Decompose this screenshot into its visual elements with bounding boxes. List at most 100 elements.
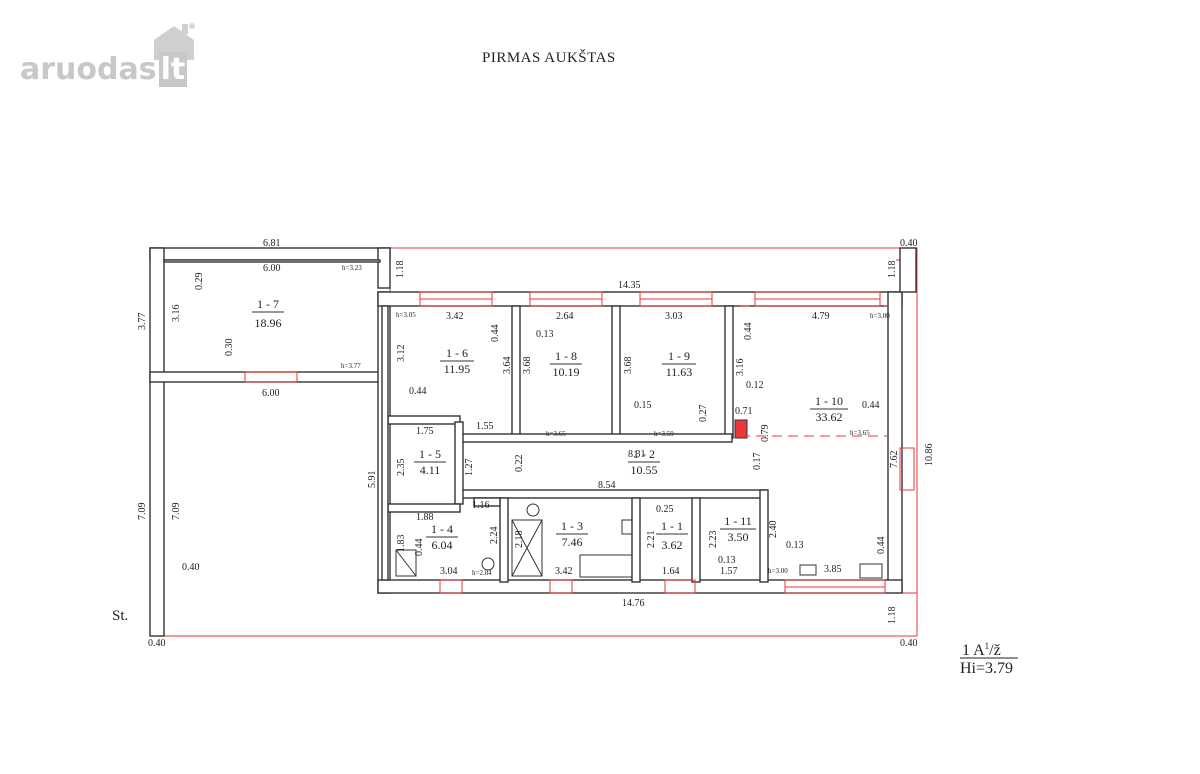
- dim-label: 2.24: [489, 527, 500, 545]
- dim-label: 3.04: [440, 566, 458, 577]
- dim-label: 2.23: [708, 531, 719, 549]
- dim-label: h=3.00: [870, 312, 890, 320]
- dim-label: 1.18: [887, 261, 898, 279]
- dim-label: 1.16: [472, 500, 490, 511]
- room-area: 3.62: [662, 538, 683, 552]
- dim-label: 0.13: [718, 555, 736, 566]
- dim-label: 1.88: [416, 512, 434, 523]
- dimension-labels: 6.81 0.40 6.00 h=3.23 1.18 14.35 1.18 3.…: [137, 238, 935, 649]
- dim-label: 0.40: [900, 238, 918, 249]
- dim-label: 0.12: [746, 380, 764, 391]
- room-area: 10.55: [631, 463, 658, 477]
- dim-label: 0.44: [490, 325, 501, 343]
- dim-label: 1.55: [476, 421, 494, 432]
- floor-title: PIRMAS AUKŠTAS: [482, 50, 616, 66]
- room-code: 1 - 1: [661, 519, 683, 533]
- dim-label: 0.79: [760, 425, 771, 443]
- dim-label: 4.79: [812, 311, 830, 322]
- dim-label: 0.13: [536, 329, 554, 340]
- dim-label: 8.54: [598, 480, 616, 491]
- room-code: 1 - 8: [555, 349, 577, 363]
- room-area: 33.62: [816, 410, 843, 424]
- dim-label: 7.62: [889, 451, 900, 469]
- dim-label: 3.42: [446, 311, 464, 322]
- dim-label: 0.27: [698, 405, 709, 423]
- room-code: 1 - 5: [419, 447, 441, 461]
- dim-label: h=2.84: [472, 569, 492, 577]
- room-code: 1 - 6: [446, 346, 468, 360]
- dim-label: h=3.65: [546, 430, 566, 438]
- room-area: 11.63: [666, 365, 693, 379]
- dim-label: 1.57: [720, 566, 738, 577]
- dim-label: 3.77: [137, 313, 148, 331]
- level-stamp: 1 A1/ž Hi=3.79: [960, 641, 1018, 677]
- dim-label: 8.31: [628, 449, 646, 460]
- dim-label: 1.18: [395, 261, 406, 279]
- dim-label: 6.00: [263, 263, 281, 274]
- dim-label: 1.83: [396, 535, 407, 553]
- dim-label: 0.13: [786, 540, 804, 551]
- dim-label: 14.76: [622, 598, 645, 609]
- dim-label: h=3.65: [850, 429, 870, 437]
- dim-label: 0.29: [194, 273, 205, 291]
- stamp-line2: Hi=3.79: [960, 660, 1013, 677]
- room-area: 10.19: [553, 365, 580, 379]
- dim-label: 1.27: [464, 459, 475, 477]
- dim-label: 0.44: [876, 537, 887, 555]
- room-area: 6.04: [432, 538, 453, 552]
- dim-label: h=3.00: [768, 567, 788, 575]
- room-area: 18.96: [255, 316, 282, 330]
- side-label: St.: [112, 608, 128, 624]
- logo-suffix: lt: [158, 52, 188, 87]
- room-code: 1 - 11: [724, 514, 752, 528]
- house-logo-icon: [154, 23, 195, 60]
- dim-label: 0.30: [224, 339, 235, 357]
- dim-label: 14.35: [618, 280, 641, 291]
- dim-label: 0.40: [900, 638, 918, 649]
- dim-label: h=3.05: [396, 311, 416, 319]
- dim-label: 3.12: [396, 345, 407, 363]
- dim-label: 1.64: [662, 566, 680, 577]
- dim-label: 1.75: [416, 426, 434, 437]
- dim-label: 10.86: [924, 444, 935, 467]
- room-area: 4.11: [420, 463, 441, 477]
- dim-label: 3.16: [735, 359, 746, 377]
- dim-label: 7.09: [137, 503, 148, 521]
- dim-label: 2.64: [556, 311, 574, 322]
- dim-label: 2.18: [514, 531, 525, 549]
- dim-label: 0.25: [656, 504, 674, 515]
- dim-label: 1.18: [887, 607, 898, 625]
- room-code: 1 - 4: [431, 522, 453, 536]
- dim-label: h=3.23: [342, 264, 362, 272]
- dim-label: 3.03: [665, 311, 683, 322]
- room-labels: 1 - 7 18.96 1 - 6 11.95 1 - 8 10.19 1 - …: [252, 297, 848, 552]
- dim-label: 0.44: [743, 323, 754, 341]
- room-code: 1 - 7: [257, 297, 279, 311]
- dim-label: 0.44: [414, 539, 425, 557]
- room-area: 7.46: [562, 535, 583, 549]
- dim-label: 3.68: [623, 357, 634, 375]
- fixtures: [395, 419, 883, 579]
- dim-label: 6.81: [263, 238, 281, 249]
- dim-label: h=3.59: [654, 430, 674, 438]
- dim-label: 3.16: [171, 305, 182, 323]
- dim-label: 5.91: [367, 471, 378, 489]
- dim-label: 0.17: [752, 453, 763, 471]
- dim-label: 3.42: [555, 566, 573, 577]
- room-area: 11.95: [444, 362, 471, 376]
- dim-label: 3.68: [522, 357, 533, 375]
- dim-label: 0.40: [182, 562, 200, 573]
- dim-label: 6.00: [262, 388, 280, 399]
- dim-label: 0.15: [634, 400, 652, 411]
- dim-label: 2.40: [768, 521, 779, 539]
- room-code: 1 - 9: [668, 349, 690, 363]
- dim-label: 0.44: [862, 400, 880, 411]
- dim-label: 0.44: [409, 386, 427, 397]
- dim-label: 3.64: [502, 357, 513, 375]
- dim-label: 0.40: [148, 638, 166, 649]
- room-code: 1 - 3: [561, 519, 583, 533]
- dim-label: 2.35: [396, 459, 407, 477]
- windows: [244, 291, 915, 594]
